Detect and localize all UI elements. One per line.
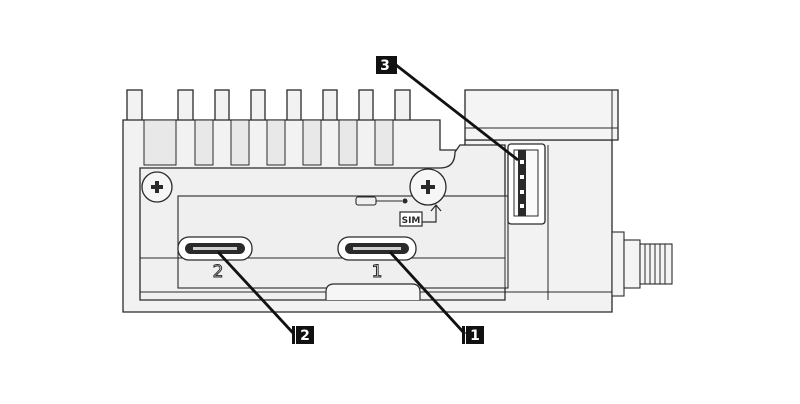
sim-slot-label: SIM [399, 204, 442, 227]
housing-lid [464, 89, 619, 141]
usb-a-port-3 [507, 143, 546, 225]
bottom-notch [325, 283, 421, 300]
port-2-label: 2 [213, 262, 224, 282]
leader-lines [216, 63, 519, 335]
callout-3-label: 3 [380, 58, 390, 74]
sim-label-text: SIM [402, 216, 421, 226]
screw-left [141, 171, 173, 203]
arrow-up-icon [422, 204, 442, 223]
antenna-connector [611, 231, 673, 297]
callout-2-label: 2 [300, 328, 310, 344]
sim-eject-pin-icon [355, 196, 408, 206]
callout-1-label: 1 [470, 328, 480, 344]
callout-3: 3 [376, 56, 397, 74]
usb-c-port-2 [177, 236, 253, 261]
callout-1: 1 [462, 326, 484, 344]
fin-recesses [143, 119, 394, 166]
screw-right [409, 168, 447, 206]
callout-2: 2 [292, 326, 314, 344]
port-1-label: 1 [372, 262, 383, 282]
usb-c-port-1 [337, 236, 417, 261]
